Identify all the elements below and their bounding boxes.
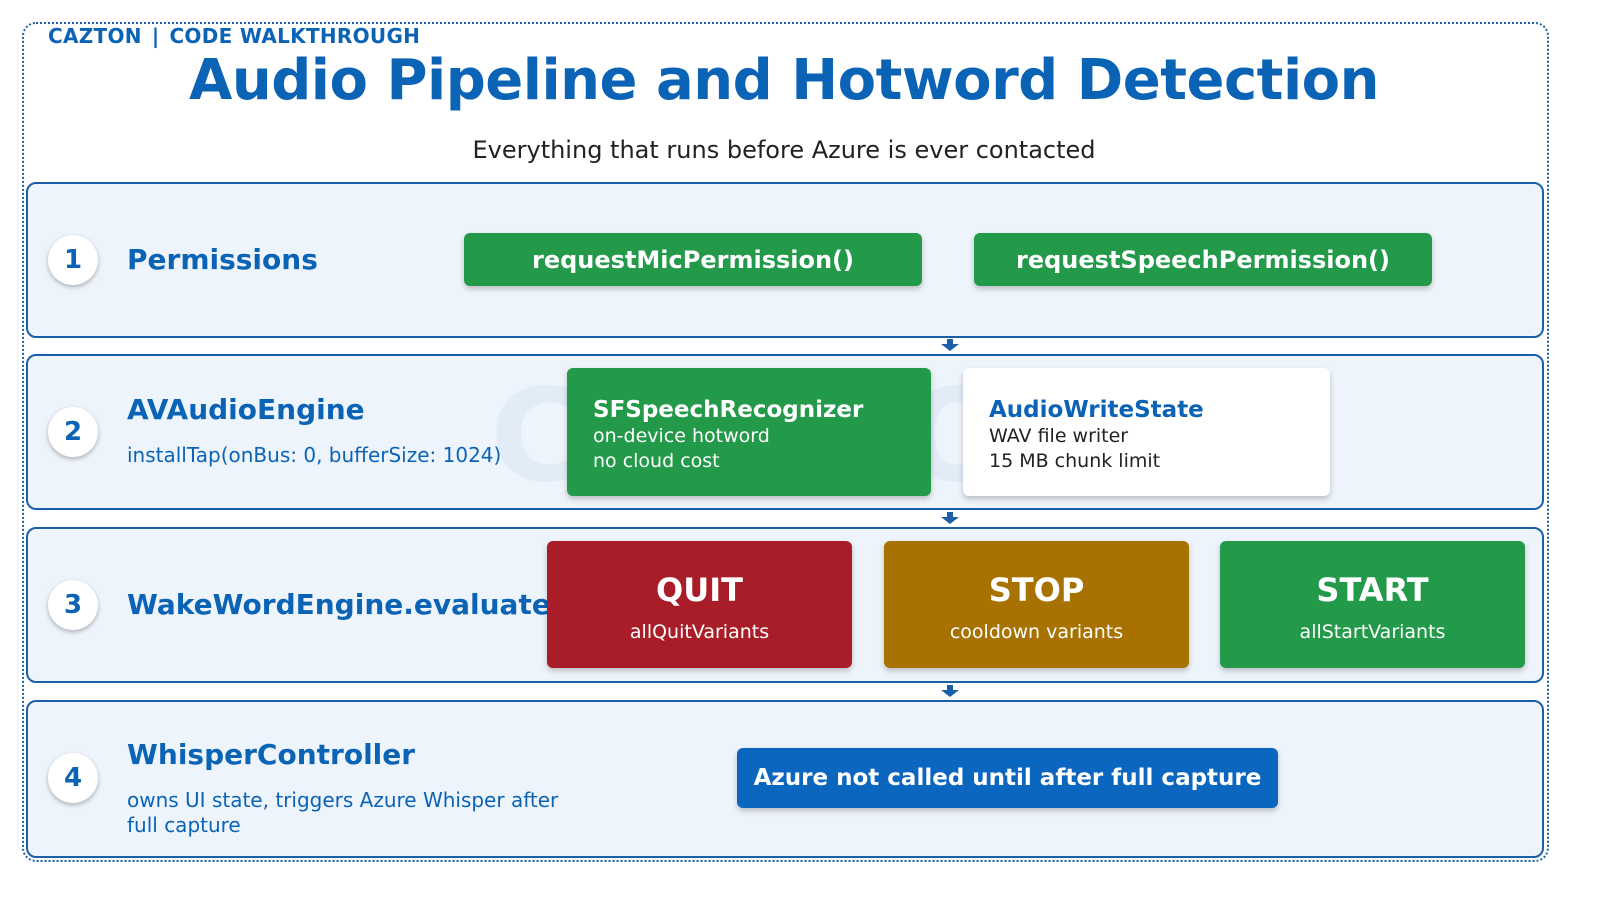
down-arrow-icon: [939, 685, 961, 697]
sfspeechrecognizer-card: SFSpeechRecognizer on-device hotword no …: [567, 368, 931, 496]
azure-note-box: Azure not called until after full captur…: [737, 748, 1278, 808]
card-line: 15 MB chunk limit: [989, 450, 1161, 472]
step-2-number-badge: 2: [48, 407, 98, 457]
outcome-label: STOP: [988, 571, 1085, 609]
outcome-label: START: [1316, 571, 1429, 609]
description-line: full capture: [127, 813, 241, 837]
card-title: AudioWriteState: [989, 397, 1204, 423]
outcome-sub: allStartVariants: [1299, 621, 1446, 643]
page-subtitle: Everything that runs before Azure is eve…: [472, 136, 1096, 164]
step-4-title: WhisperController: [127, 738, 416, 771]
outcome-sub: allQuitVariants: [629, 621, 770, 643]
step-4-description: owns UI state, triggers Azure Whisper af…: [127, 788, 567, 838]
card-line: WAV file writer: [989, 425, 1129, 447]
step-3-number-badge: 3: [48, 580, 98, 630]
brand-name: CAZTON: [48, 24, 142, 48]
down-arrow-icon: [939, 339, 961, 351]
slide-frame: [22, 22, 1549, 862]
step-2-description: installTap(onBus: 0, bufferSize: 1024): [127, 443, 502, 467]
brand-separator: |: [151, 24, 160, 48]
stop-outcome-box: STOP cooldown variants: [884, 541, 1189, 668]
step-4-number-badge: 4: [48, 753, 98, 803]
outcome-sub: cooldown variants: [949, 621, 1124, 643]
request-speech-permission-box: requestSpeechPermission(): [974, 233, 1432, 286]
start-outcome-box: START allStartVariants: [1220, 541, 1525, 668]
quit-outcome-box: QUIT allQuitVariants: [547, 541, 852, 668]
outcome-label: QUIT: [656, 571, 743, 609]
card-line: no cloud cost: [593, 450, 720, 472]
section-label: CODE WALKTHROUGH: [169, 24, 421, 48]
request-mic-permission-box: requestMicPermission(): [464, 233, 922, 286]
down-arrow-icon: [939, 512, 961, 524]
step-2-title: AVAudioEngine: [127, 393, 365, 426]
page-title: Audio Pipeline and Hotword Detection: [189, 48, 1379, 113]
step-1-number-badge: 1: [48, 235, 98, 285]
step-1-title: Permissions: [127, 243, 318, 276]
card-line: on-device hotword: [593, 425, 770, 447]
description-line: owns UI state, triggers Azure Whisper af…: [127, 788, 559, 812]
brand-header: CAZTON | CODE WALKTHROUGH: [48, 24, 420, 48]
card-title: SFSpeechRecognizer: [593, 397, 864, 423]
step-3-title: WakeWordEngine.evaluate(): [127, 588, 577, 621]
audiowritestate-card: AudioWriteState WAV file writer 15 MB ch…: [963, 368, 1330, 496]
